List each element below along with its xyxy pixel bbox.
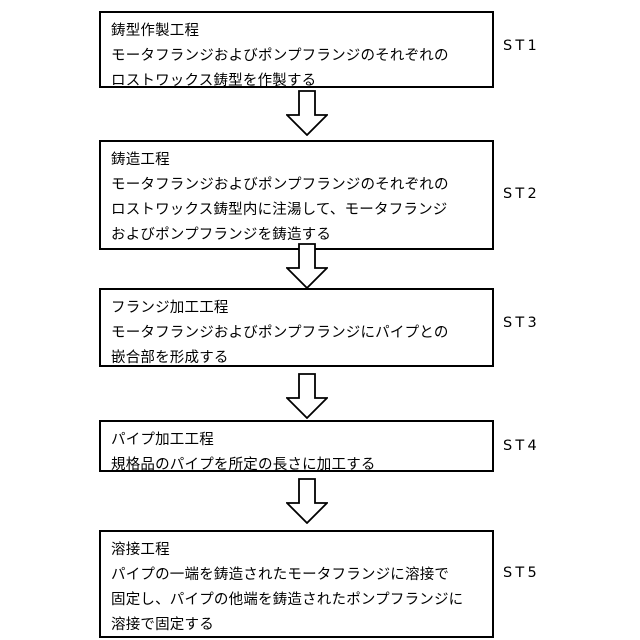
down-block-arrow-icon-4 [286,478,328,524]
down-block-arrow-icon-1 [286,90,328,136]
process-step-label-st3: ST3 [503,315,540,331]
process-step-box-st5: 溶接工程 パイプの一端を鋳造されたモータフランジに溶接で 固定し、パイプの他端を… [99,530,494,638]
process-step-label-st2: ST2 [503,186,540,202]
process-step-label-st4: ST4 [503,438,540,454]
process-step-label-st5: ST5 [503,565,540,581]
process-step-box-st1: 鋳型作製工程 モータフランジおよびポンプフランジのそれぞれの ロストワックス鋳型… [99,11,494,89]
process-step-box-st2: 鋳造工程 モータフランジおよびポンプフランジのそれぞれの ロストワックス鋳型内に… [99,140,494,250]
process-step-box-st4: パイプ加工工程 規格品のパイプを所定の長さに加工する [99,420,494,473]
process-step-box-st3: フランジ加工工程 モータフランジおよびポンプフランジにパイプとの 嵌合部を形成す… [99,288,494,367]
process-step-text-st4: パイプ加工工程 規格品のパイプを所定の長さに加工する [111,432,376,473]
process-step-text-st2: 鋳造工程 モータフランジおよびポンプフランジのそれぞれの ロストワックス鋳型内に… [111,152,449,243]
process-step-text-st5: 溶接工程 パイプの一端を鋳造されたモータフランジに溶接で 固定し、パイプの他端を… [111,542,464,633]
down-block-arrow-icon-2 [286,243,328,289]
process-step-text-st1: 鋳型作製工程 モータフランジおよびポンプフランジのそれぞれの ロストワックス鋳型… [111,23,449,89]
process-step-text-st3: フランジ加工工程 モータフランジおよびポンプフランジにパイプとの 嵌合部を形成す… [111,300,449,366]
process-step-label-st1: ST1 [503,38,540,54]
down-block-arrow-icon-3 [286,373,328,419]
